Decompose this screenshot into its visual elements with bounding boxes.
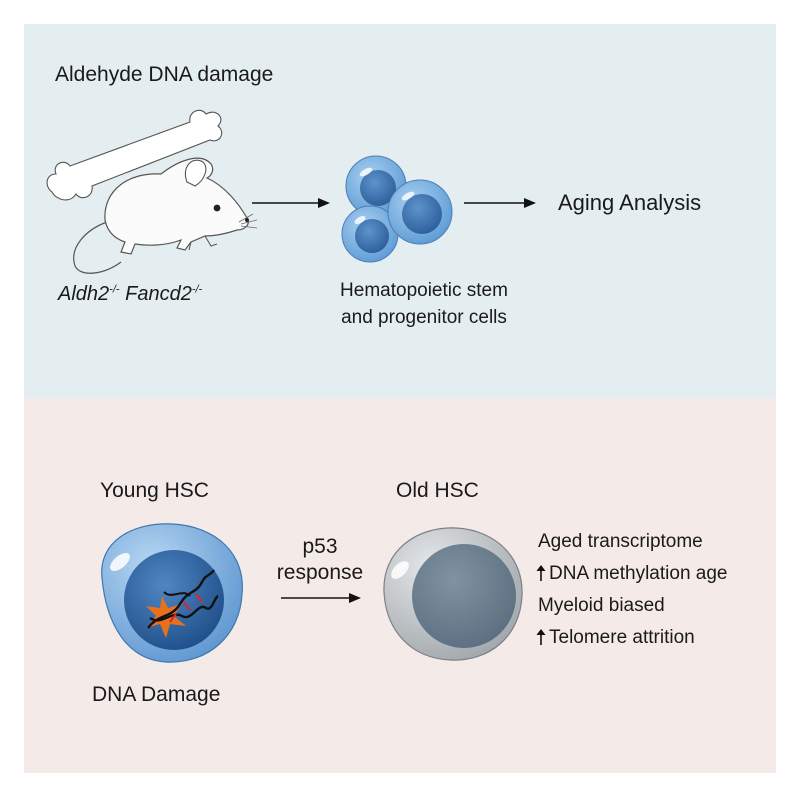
phenotype-text: Telomere attrition: [549, 627, 695, 648]
phenotype-text: Aged transcriptome: [538, 531, 703, 552]
gene1-superscript: -/-: [109, 283, 120, 296]
phenotype-text: DNA methylation age: [549, 563, 728, 584]
top-panel-title: Aldehyde DNA damage: [55, 63, 274, 86]
p53-response-label: p53 response: [272, 534, 368, 587]
dna-helix: [147, 569, 215, 629]
gene2-superscript: -/-: [191, 283, 203, 296]
hspc-cell-cluster: [341, 155, 453, 263]
arrow-cells-to-analysis: [464, 198, 536, 208]
dna-damage-label: DNA Damage: [92, 683, 221, 706]
hspc-cell-right: [387, 179, 453, 245]
young-hsc-cell: [101, 523, 243, 663]
hspc-label: Hematopoietic stem and progenitor cells: [290, 278, 558, 331]
bone-illustration: [46, 109, 223, 201]
hspc-cell-bottom: [341, 205, 399, 263]
phenotype-text: Myeloid biased: [538, 595, 665, 616]
gene2-name: Fancd2: [125, 283, 192, 305]
hspc-label-line1: Hematopoietic stem: [340, 280, 508, 301]
up-arrow-icon: [536, 629, 546, 645]
arrow-young-to-old: [281, 593, 361, 603]
p53-label-line1: p53: [302, 535, 338, 558]
mouse-illustration: [73, 157, 258, 274]
gene1-name: Aldh2: [58, 283, 110, 305]
phenotype-item: Aged transcriptome: [538, 532, 728, 551]
up-arrow-icon: [536, 565, 546, 581]
phenotype-list: Aged transcriptome DNA methylation age M…: [536, 532, 728, 647]
young-hsc-label: Young HSC: [100, 479, 209, 502]
phenotype-item: DNA methylation age: [536, 564, 728, 583]
phenotype-item: Myeloid biased: [538, 596, 728, 615]
phenotype-item: Telomere attrition: [536, 628, 728, 647]
arrow-mouse-to-cells: [252, 198, 330, 208]
genotype-label: Aldh2-/- Fancd2-/-: [58, 284, 202, 304]
old-hsc-cell: [383, 527, 523, 661]
old-hsc-label: Old HSC: [396, 479, 479, 502]
hspc-label-line2: and progenitor cells: [341, 306, 507, 328]
p53-label-line2: response: [276, 561, 364, 585]
aging-analysis-label: Aging Analysis: [558, 190, 702, 215]
